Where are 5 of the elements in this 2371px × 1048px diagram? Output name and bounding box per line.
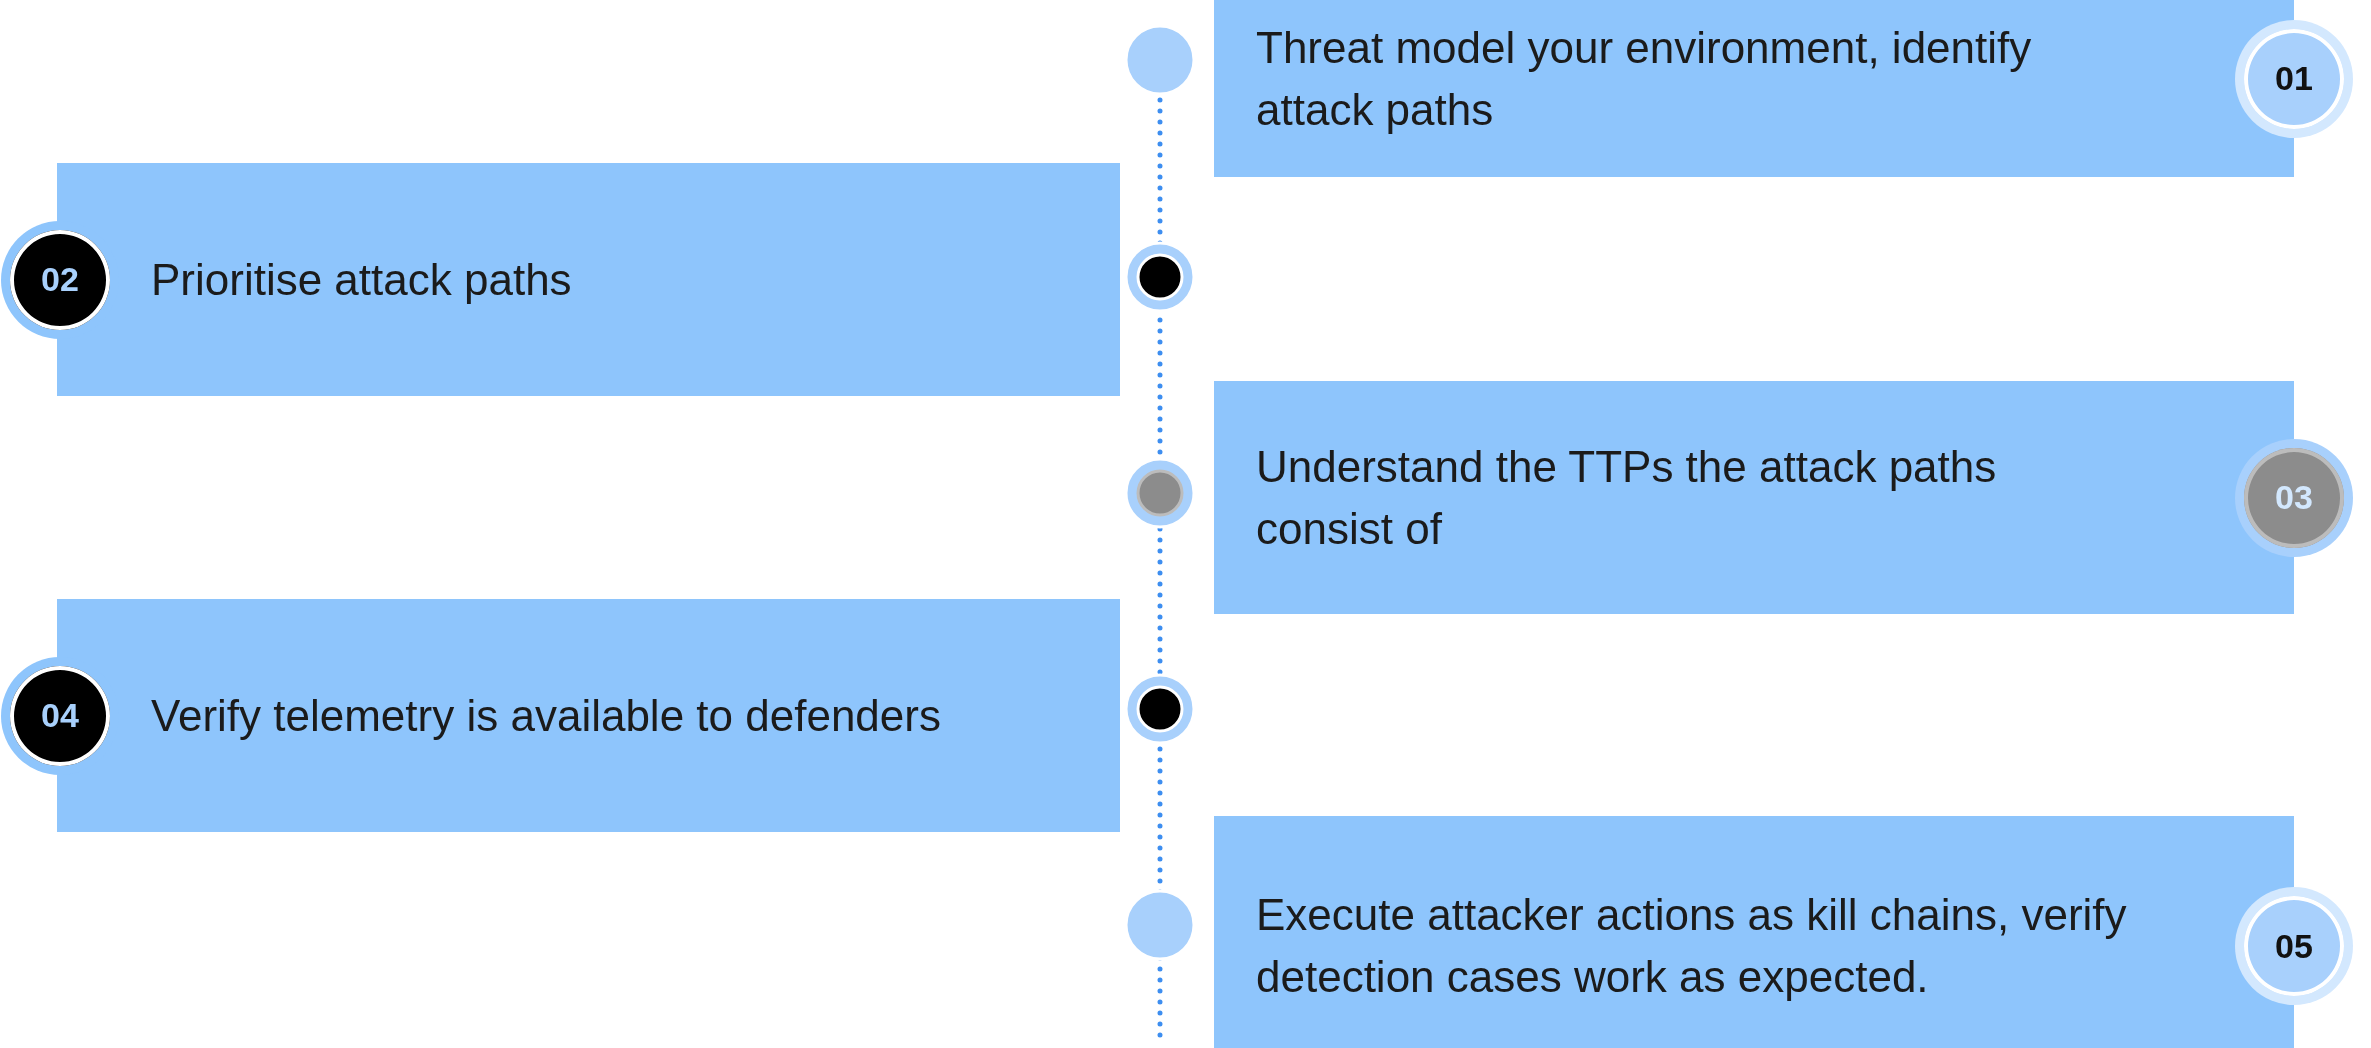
step-text: Understand the TTPs the attack paths consist of bbox=[1256, 440, 1998, 555]
step-text: Verify telemetry is available to defenders bbox=[151, 689, 941, 742]
step-text: Prioritise attack paths bbox=[151, 253, 572, 306]
step-text: Threat model your environment, identify attack paths bbox=[1256, 21, 2033, 136]
step-text: Execute attacker actions as kill chains, verify detection cases work as expected. bbox=[1256, 889, 2128, 1003]
